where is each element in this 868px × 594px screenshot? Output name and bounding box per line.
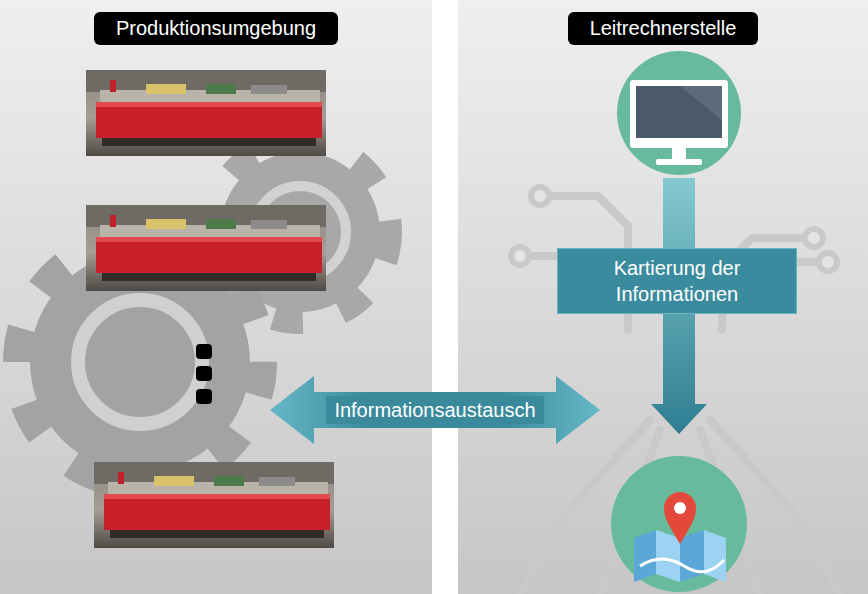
map-icon bbox=[634, 492, 726, 582]
dot bbox=[196, 366, 212, 381]
edge-label: Informationsaustausch bbox=[326, 396, 543, 424]
terminal bbox=[531, 187, 549, 205]
map-fold bbox=[634, 530, 656, 582]
map-pin-dot bbox=[674, 502, 686, 514]
panel-ground bbox=[0, 0, 432, 594]
ellipsis-dots bbox=[196, 344, 212, 404]
map-circle bbox=[611, 456, 747, 592]
gear-ring bbox=[78, 300, 202, 424]
panel-heading: Leitrechnerstelle bbox=[568, 12, 759, 45]
monitor-stand bbox=[672, 148, 686, 160]
monitor-base bbox=[656, 159, 702, 165]
terminal bbox=[511, 247, 529, 265]
agv-photo bbox=[94, 462, 334, 548]
monitor-icon bbox=[630, 80, 728, 165]
dot bbox=[196, 344, 212, 359]
map-pin bbox=[664, 492, 696, 544]
monitor-screen bbox=[636, 86, 722, 138]
dot bbox=[196, 389, 212, 404]
panel: Produktionsumgebung bbox=[0, 0, 432, 594]
agv-photo bbox=[86, 70, 326, 156]
agv-photo bbox=[86, 205, 326, 291]
map-road bbox=[640, 559, 724, 572]
panel-heading: Produktionsumgebung bbox=[94, 12, 338, 45]
panel-ground bbox=[458, 0, 868, 594]
arrow-label: Kartierung der Informationen bbox=[557, 248, 797, 314]
monitor-frame bbox=[630, 80, 728, 148]
monitor-glare bbox=[680, 86, 722, 120]
double-arrow bbox=[270, 376, 600, 444]
terminal bbox=[805, 229, 823, 247]
terminal bbox=[819, 253, 837, 271]
monitor-circle bbox=[617, 51, 741, 175]
circuit-line bbox=[528, 252, 560, 260]
map-fold bbox=[704, 530, 726, 582]
